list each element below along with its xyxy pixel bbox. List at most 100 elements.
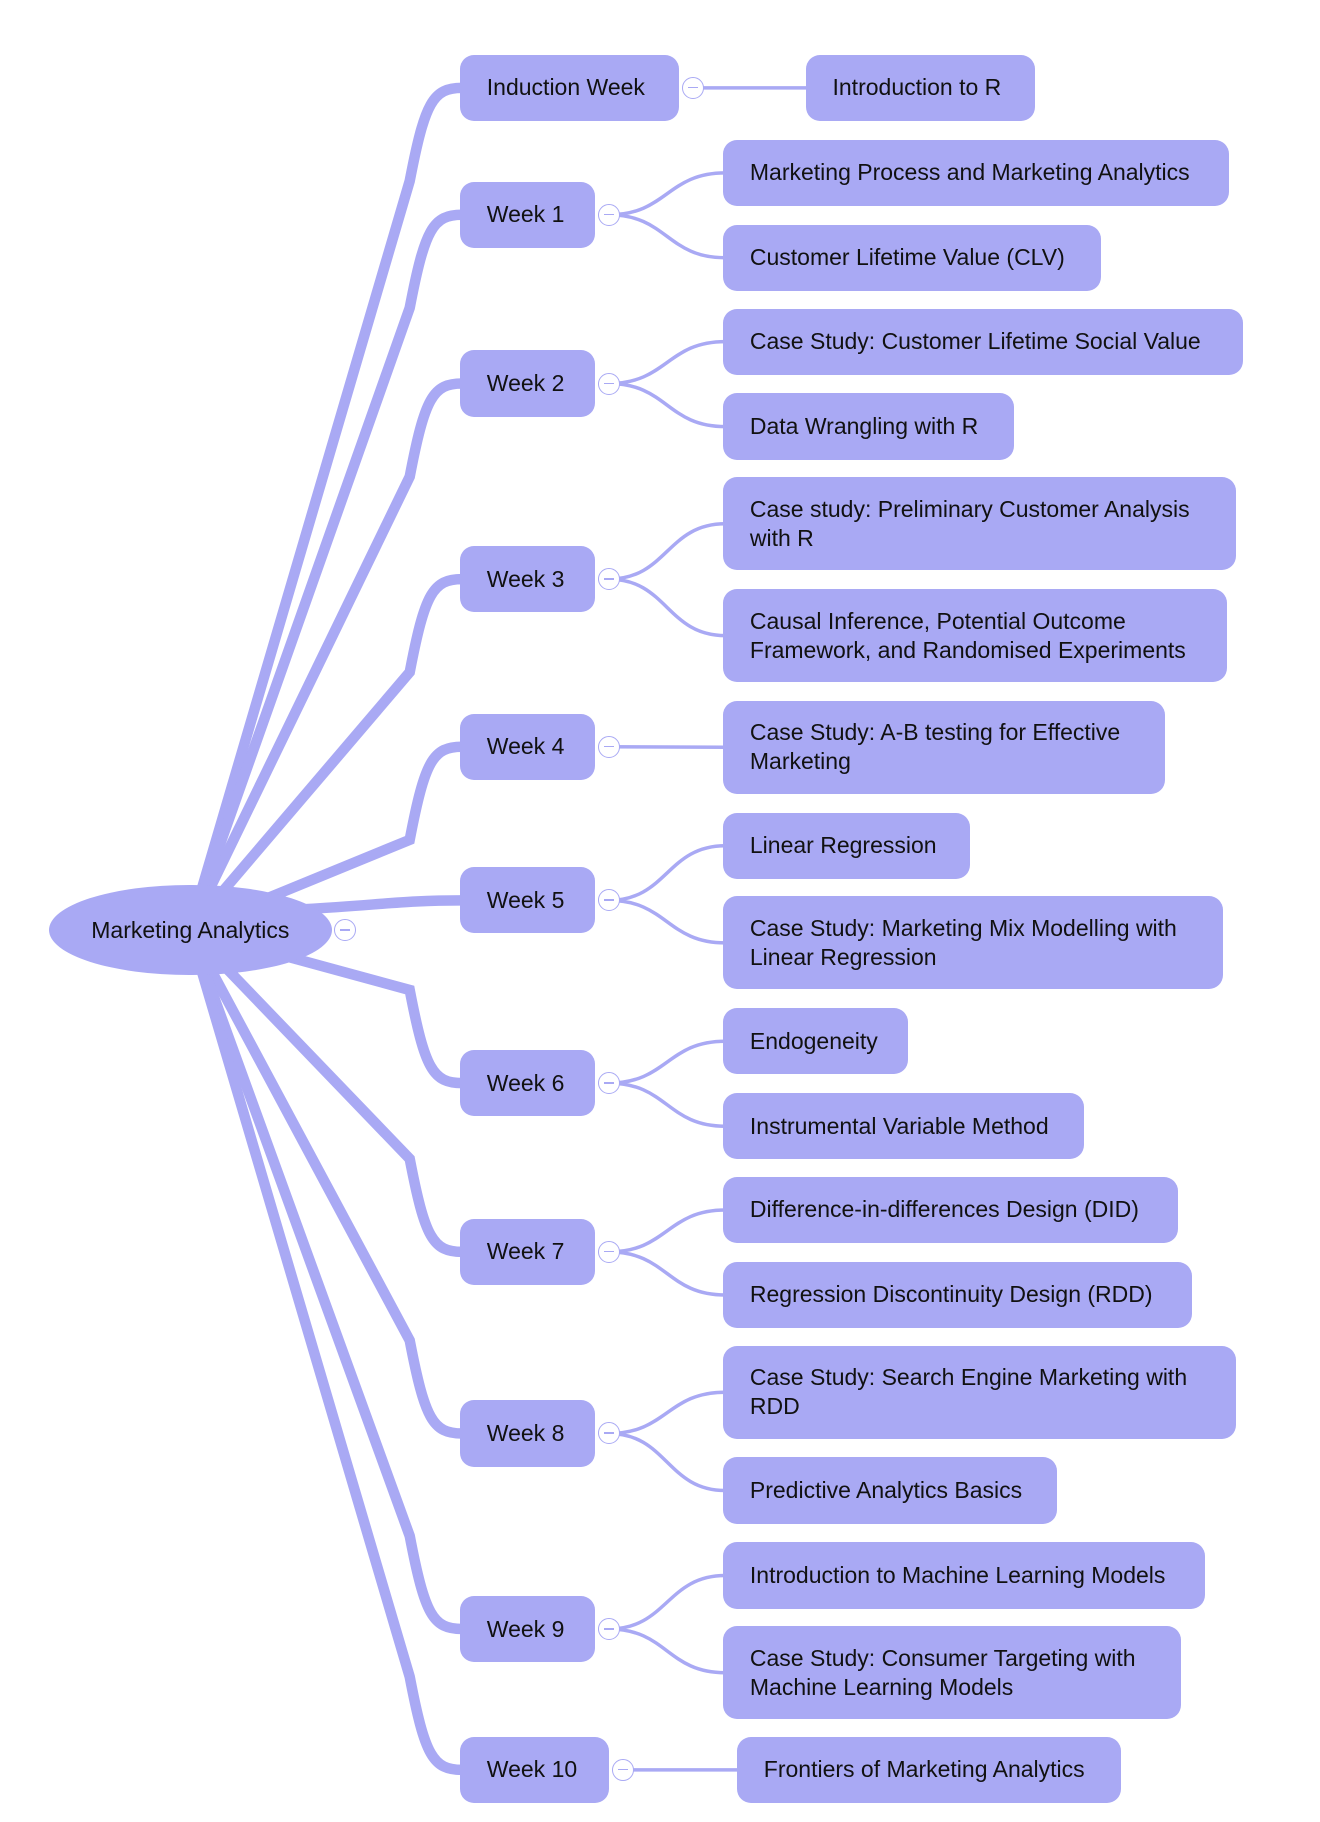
week-node-label: Week 4 — [486, 733, 565, 760]
connector-root-week-6 — [184, 924, 468, 1089]
collapse-toggle-week[interactable] — [597, 568, 620, 591]
connector-week-1-topic-1 — [607, 213, 727, 260]
root-node-label: Marketing Analytics — [91, 916, 290, 943]
collapse-toggle-week[interactable] — [597, 1618, 620, 1641]
connector-root-week-0 — [184, 82, 468, 936]
week-node-label: Week 3 — [486, 565, 565, 592]
week-node-label: Week 2 — [486, 370, 565, 397]
connector-week-3-topic-1 — [607, 577, 727, 638]
topic-node-label: Case Study: Search Engine Marketing with… — [749, 1364, 1188, 1420]
connector-root-week-8 — [184, 924, 468, 1439]
week-node-label: Week 1 — [486, 201, 565, 228]
connector-week-2-topic-1 — [607, 381, 727, 429]
topic-node-label: Predictive Analytics Basics — [749, 1477, 1023, 1504]
connector-root-week-9 — [184, 924, 468, 1635]
week-node[interactable]: Induction Week — [459, 54, 679, 121]
topic-node[interactable]: Customer Lifetime Value (CLV) — [722, 224, 1102, 291]
week-node-label: Week 6 — [486, 1069, 565, 1096]
topic-node-label: Marketing Process and Marketing Analytic… — [749, 159, 1190, 186]
connector-week-8-topic-1 — [607, 1431, 727, 1493]
connector-week-7-topic-1 — [607, 1250, 727, 1297]
topic-node[interactable]: Predictive Analytics Basics — [722, 1457, 1057, 1524]
topic-node[interactable]: Causal Inference, Potential Outcome Fram… — [722, 589, 1227, 683]
connector-week-6-topic-1 — [607, 1081, 727, 1128]
connector-root-week-7 — [184, 924, 468, 1258]
connector-week-2-topic-0 — [607, 339, 727, 386]
connector-root-week-2 — [184, 378, 468, 936]
topic-node-label: Frontiers of Marketing Analytics — [763, 1756, 1085, 1783]
week-node[interactable]: Week 2 — [459, 350, 595, 417]
topic-node-label: Customer Lifetime Value (CLV) — [749, 244, 1065, 271]
topic-node-label: Linear Regression — [749, 832, 937, 859]
week-node[interactable]: Week 4 — [459, 713, 595, 780]
topic-node[interactable]: Instrumental Variable Method — [722, 1093, 1084, 1160]
topic-node[interactable]: Case Study: Marketing Mix Modelling with… — [722, 896, 1224, 990]
collapse-toggle-week[interactable] — [611, 1758, 634, 1781]
topic-node-label: Case Study: A-B testing for Effective Ma… — [749, 719, 1121, 775]
topic-node[interactable]: Endogeneity — [722, 1008, 908, 1075]
topic-node-label: Regression Discontinuity Design (RDD) — [749, 1281, 1153, 1308]
topic-node[interactable]: Marketing Process and Marketing Analytic… — [722, 139, 1230, 206]
connector-root-week-10 — [184, 924, 468, 1776]
week-node[interactable]: Week 5 — [459, 867, 595, 934]
week-node[interactable]: Week 1 — [459, 181, 595, 248]
connector-week-5-topic-1 — [607, 898, 727, 945]
collapse-toggle-root[interactable] — [333, 919, 356, 942]
collapse-toggle-week[interactable] — [597, 735, 620, 758]
collapse-toggle-week[interactable] — [681, 76, 704, 99]
week-node-label: Induction Week — [486, 74, 645, 101]
collapse-toggle-week[interactable] — [597, 1240, 620, 1263]
topic-node[interactable]: Case study: Preliminary Customer Analysi… — [722, 477, 1237, 571]
topic-node[interactable]: Frontiers of Marketing Analytics — [736, 1736, 1121, 1803]
topic-node-label: Case study: Preliminary Customer Analysi… — [749, 495, 1190, 551]
topic-node-label: Case Study: Customer Lifetime Social Val… — [749, 328, 1201, 355]
connector-week-7-topic-0 — [607, 1208, 727, 1254]
week-node-label: Week 9 — [486, 1615, 565, 1642]
topic-node[interactable]: Case Study: Customer Lifetime Social Val… — [722, 308, 1244, 375]
root-node[interactable]: Marketing Analytics — [48, 884, 332, 976]
topic-node-label: Difference-in-differences Design (DID) — [749, 1196, 1139, 1223]
collapse-toggle-week[interactable] — [597, 1422, 620, 1445]
topic-node[interactable]: Data Wrangling with R — [722, 393, 1014, 460]
topic-node-label: Case Study: Marketing Mix Modelling with… — [749, 914, 1177, 970]
week-node-label: Week 10 — [486, 1756, 578, 1783]
topic-node-label: Instrumental Variable Method — [749, 1112, 1049, 1139]
week-node[interactable]: Week 7 — [459, 1218, 595, 1285]
topic-node[interactable]: Introduction to R — [805, 54, 1035, 121]
week-node[interactable]: Week 3 — [459, 545, 595, 613]
connector-week-1-topic-0 — [607, 171, 727, 217]
collapse-toggle-week[interactable] — [597, 889, 620, 912]
connector-week-9-topic-1 — [607, 1627, 727, 1675]
collapse-toggle-week[interactable] — [597, 203, 620, 226]
connector-root-week-5 — [300, 895, 468, 915]
connector-week-8-topic-0 — [607, 1390, 727, 1436]
topic-node[interactable]: Case Study: Search Engine Marketing with… — [722, 1345, 1237, 1439]
week-node-label: Week 5 — [486, 886, 565, 913]
topic-node[interactable]: Difference-in-differences Design (DID) — [722, 1176, 1178, 1244]
connector-week-4-topic-0 — [607, 744, 727, 750]
connector-week-6-topic-0 — [607, 1039, 727, 1085]
connector-week-9-topic-0 — [607, 1573, 727, 1631]
collapse-toggle-week[interactable] — [597, 1072, 620, 1095]
connector-root-week-4 — [184, 741, 468, 936]
connector-root-week-3 — [184, 573, 468, 936]
topic-node-label: Case Study: Consumer Targeting with Mach… — [749, 1644, 1136, 1700]
topic-node[interactable]: Case Study: A-B testing for Effective Ma… — [722, 700, 1166, 794]
topic-node[interactable]: Introduction to Machine Learning Models — [722, 1542, 1205, 1609]
topic-node[interactable]: Case Study: Consumer Targeting with Mach… — [722, 1626, 1182, 1720]
connector-week-3-topic-0 — [607, 522, 727, 581]
topic-node-label: Introduction to Machine Learning Models — [749, 1561, 1166, 1588]
week-node[interactable]: Week 10 — [459, 1736, 609, 1803]
week-node[interactable]: Week 8 — [459, 1400, 595, 1467]
week-node[interactable]: Week 9 — [459, 1595, 595, 1663]
topic-node-label: Data Wrangling with R — [749, 413, 979, 440]
topic-node[interactable]: Regression Discontinuity Design (RDD) — [722, 1261, 1192, 1329]
topic-node[interactable]: Linear Regression — [722, 812, 970, 879]
week-node[interactable]: Week 6 — [459, 1049, 595, 1117]
connector-root-week-1 — [184, 209, 468, 936]
connector-week-5-topic-0 — [607, 843, 727, 903]
topic-node-label: Introduction to R — [832, 74, 1002, 101]
collapse-toggle-week[interactable] — [597, 372, 620, 395]
